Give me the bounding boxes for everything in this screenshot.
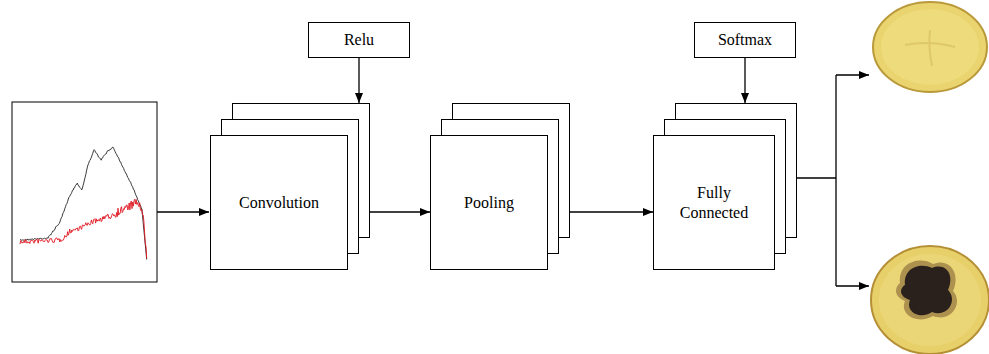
layer-stack: Pooling (430, 103, 570, 270)
healthy-potato (873, 2, 987, 92)
layer-face: Convolution (210, 135, 348, 270)
feature-map (431, 136, 548, 270)
stack-outline (430, 103, 572, 272)
feature-map (654, 136, 775, 270)
layer-label: Fully Connected (671, 183, 757, 221)
spectrum-curves (20, 147, 147, 259)
node-text: Pooling (464, 193, 514, 212)
layer-face: Fully Connected (653, 135, 775, 270)
diseased-potato (871, 246, 989, 354)
layer-face: Pooling (430, 135, 548, 270)
node-text: Fully Connected (671, 183, 757, 221)
feature-map (211, 136, 348, 270)
node-text: Convolution (239, 193, 319, 212)
node-text: Softmax (718, 30, 772, 49)
layer-label: Convolution (239, 193, 319, 212)
layer-stack: Fully Connected (653, 103, 797, 270)
sample-spectrum (20, 199, 147, 258)
activation-box: Softmax (694, 22, 796, 58)
output-branch (793, 75, 869, 286)
flow-arrow (570, 211, 653, 212)
flow-arrow (744, 58, 745, 103)
layer-stack: Convolution (210, 103, 370, 270)
stack-outline (210, 103, 372, 272)
layer-label: Softmax (718, 30, 772, 49)
flow-arrow (358, 58, 359, 103)
activation-box: Relu (308, 22, 410, 58)
layer-label: Relu (344, 30, 374, 49)
input-arrow (157, 211, 209, 212)
layer-label: Pooling (464, 193, 514, 212)
node-text: Relu (344, 30, 374, 49)
flow-arrow (370, 211, 430, 212)
spectrum-frame (12, 102, 157, 282)
reference-spectrum (20, 147, 147, 259)
